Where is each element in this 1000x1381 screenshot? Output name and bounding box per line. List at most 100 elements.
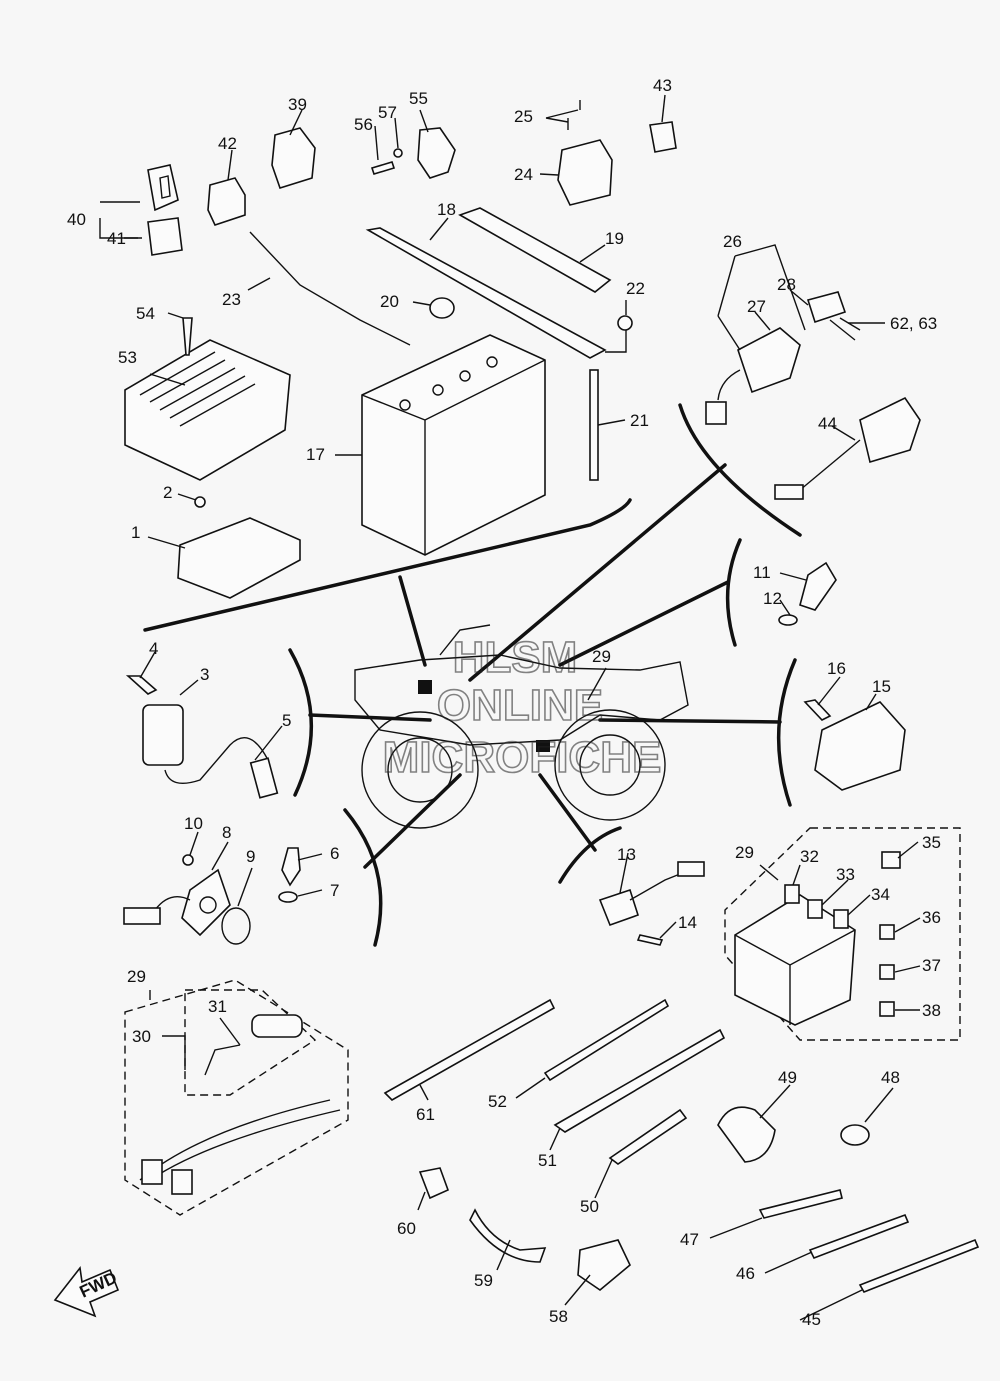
sensor-8 bbox=[123, 868, 231, 937]
callout-37: 37 bbox=[922, 956, 941, 975]
callout-39: 39 bbox=[288, 95, 307, 114]
wire-lead-23 bbox=[249, 231, 411, 346]
relay-41 bbox=[147, 217, 183, 256]
relay-39 bbox=[271, 127, 316, 189]
callout-25: 25 bbox=[514, 107, 533, 126]
switch-6 bbox=[281, 847, 301, 887]
callout-24: 24 bbox=[514, 165, 533, 184]
clamp-51 bbox=[553, 1028, 726, 1133]
bolt-10 bbox=[182, 854, 194, 866]
callouts: 1 2 3 4 5 6 7 8 9 10 11 12 13 14 15 16 1… bbox=[67, 76, 941, 1329]
o-ring-9 bbox=[221, 907, 251, 945]
relay-43 bbox=[649, 121, 677, 153]
callout-28: 28 bbox=[777, 275, 796, 294]
callout-38: 38 bbox=[922, 1001, 941, 1020]
callout-36: 36 bbox=[922, 908, 941, 927]
callout-12: 12 bbox=[763, 589, 782, 608]
callout-55: 55 bbox=[409, 89, 428, 108]
callout-47: 47 bbox=[680, 1230, 699, 1249]
band-46 bbox=[808, 1213, 910, 1260]
callout-4: 4 bbox=[149, 639, 158, 658]
callout-62-63: 62, 63 bbox=[890, 314, 937, 333]
fuse-37 bbox=[879, 964, 895, 980]
clamp-60 bbox=[418, 1167, 450, 1200]
callout-1: 1 bbox=[131, 523, 140, 542]
ignition-coil-3 bbox=[142, 704, 279, 799]
cdi-unit-1 bbox=[177, 517, 301, 599]
wire-harness bbox=[139, 1099, 341, 1195]
ecu-53 bbox=[124, 339, 291, 481]
bolt-54 bbox=[182, 317, 193, 356]
callout-60: 60 bbox=[397, 1219, 416, 1238]
callout-22: 22 bbox=[626, 279, 645, 298]
callout-17: 17 bbox=[306, 445, 325, 464]
callout-30: 30 bbox=[132, 1027, 151, 1046]
relay-40 bbox=[147, 164, 179, 212]
rectifier-15 bbox=[814, 701, 906, 791]
callout-21: 21 bbox=[630, 411, 649, 430]
callout-40: 40 bbox=[67, 210, 86, 229]
fuse-box bbox=[734, 894, 856, 1026]
band-50 bbox=[608, 1108, 688, 1165]
battery-cover-19 bbox=[458, 207, 612, 293]
power-outlet-44 bbox=[774, 396, 921, 500]
callout-11: 11 bbox=[753, 563, 771, 582]
callout-3: 3 bbox=[200, 665, 209, 684]
callout-41: 41 bbox=[107, 229, 126, 248]
clamp-48 bbox=[840, 1124, 870, 1146]
callout-46: 46 bbox=[736, 1264, 755, 1283]
fuse-38 bbox=[879, 1001, 895, 1017]
battery-17 bbox=[361, 334, 546, 556]
subharness-outline bbox=[184, 989, 317, 1096]
callout-51: 51 bbox=[538, 1151, 557, 1170]
clamp-59 bbox=[469, 1208, 547, 1263]
screw-2 bbox=[194, 496, 206, 508]
damper-20 bbox=[429, 297, 455, 319]
callout-54: 54 bbox=[136, 304, 155, 323]
sensor-13 bbox=[598, 861, 705, 927]
callout-19: 19 bbox=[605, 229, 624, 248]
callout-59: 59 bbox=[474, 1271, 493, 1290]
watermark-line3: MICROFICHE bbox=[383, 733, 662, 782]
callout-15: 15 bbox=[872, 677, 891, 696]
sensor-11 bbox=[799, 561, 837, 611]
callout-45: 45 bbox=[802, 1310, 821, 1329]
callout-14: 14 bbox=[678, 913, 697, 932]
callout-2: 2 bbox=[163, 483, 172, 502]
callout-29-atv: 29 bbox=[592, 647, 611, 666]
callout-5: 5 bbox=[282, 711, 291, 730]
harness-outline bbox=[124, 979, 349, 1216]
cable-tie-52 bbox=[543, 998, 670, 1082]
relay-42 bbox=[207, 177, 246, 226]
callout-9: 9 bbox=[246, 847, 255, 866]
main-switch-26 bbox=[705, 327, 801, 425]
callout-6: 6 bbox=[330, 844, 339, 863]
callout-18: 18 bbox=[437, 200, 456, 219]
clamp-49 bbox=[717, 1106, 776, 1163]
watermark: HLSM ONLINE MICROFICHE bbox=[382, 632, 662, 783]
callout-leaders bbox=[124, 94, 921, 1321]
watermark-line1: HLSM bbox=[453, 633, 578, 682]
callout-44: 44 bbox=[818, 414, 837, 433]
callout-33: 33 bbox=[836, 865, 855, 884]
bolt-4 bbox=[125, 675, 158, 695]
callout-16: 16 bbox=[827, 659, 846, 678]
atv-silhouette bbox=[354, 624, 689, 829]
fwd-arrow-icon: FWD bbox=[53, 1266, 120, 1318]
callout-27: 27 bbox=[747, 297, 766, 316]
callout-26: 26 bbox=[723, 232, 742, 251]
callout-29-harness: 29 bbox=[127, 967, 146, 986]
callout-48: 48 bbox=[881, 1068, 900, 1087]
callout-43: 43 bbox=[653, 76, 672, 95]
horn-switch-55 bbox=[370, 127, 456, 179]
band-45 bbox=[858, 1238, 980, 1293]
callout-42: 42 bbox=[218, 134, 237, 153]
callout-13: 13 bbox=[617, 845, 636, 864]
callout-49: 49 bbox=[778, 1068, 797, 1087]
bolt-16 bbox=[803, 699, 832, 721]
callout-32: 32 bbox=[800, 847, 819, 866]
callout-58: 58 bbox=[549, 1307, 568, 1326]
cable-tie-61 bbox=[383, 998, 556, 1101]
callout-52: 52 bbox=[488, 1092, 507, 1111]
